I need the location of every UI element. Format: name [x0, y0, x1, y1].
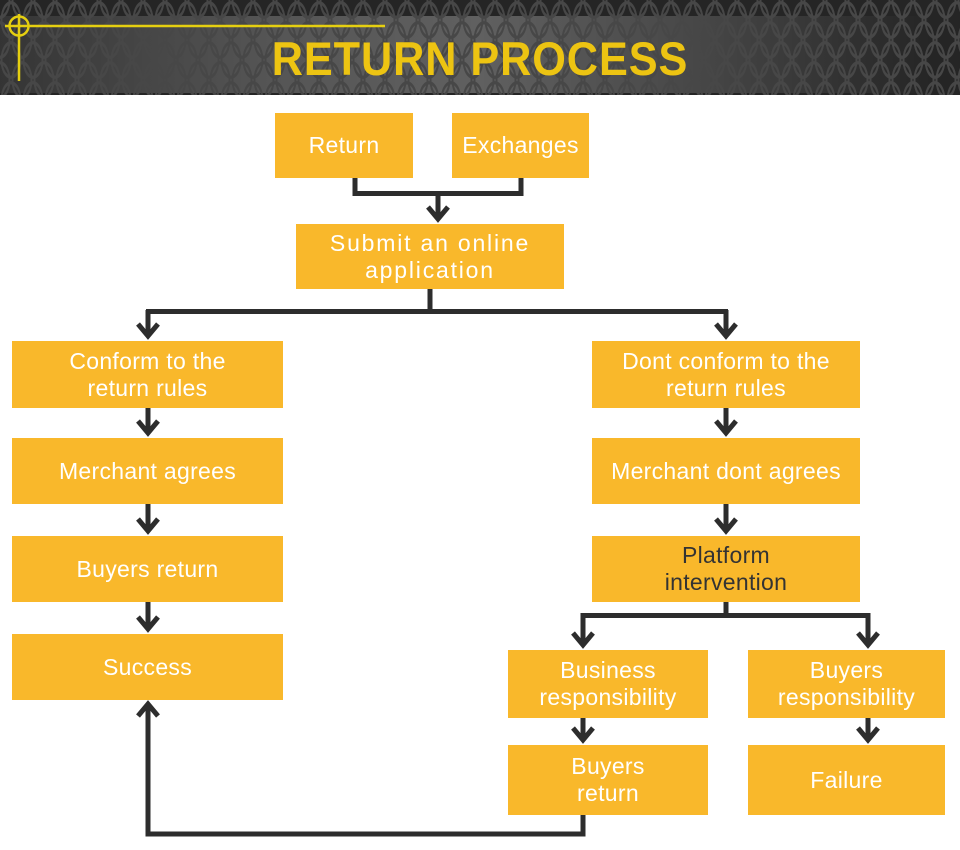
node-failure: Failure	[748, 745, 945, 815]
node-conform-rules: Conform to the return rules	[12, 341, 283, 408]
node-platform-intervention: Platform intervention	[592, 536, 860, 602]
node-return: Return	[275, 113, 413, 178]
node-dont-conform-rules: Dont conform to the return rules	[592, 341, 860, 408]
arrow-loop-to-success	[136, 700, 586, 837]
node-merchant-agrees: Merchant agrees	[12, 438, 283, 504]
node-buyers-responsibility: Buyers responsibility	[748, 650, 945, 718]
node-buyers-return-2: Buyers return	[508, 745, 708, 815]
page-title: RETURN PROCESS	[271, 32, 689, 85]
crosshair-ornament-icon	[5, 14, 385, 81]
node-exchanges: Exchanges	[452, 113, 589, 178]
node-submit-application: Submit an online application	[296, 224, 564, 289]
node-business-responsibility: Business responsibility	[508, 650, 708, 718]
node-merchant-dont-agrees: Merchant dont agrees	[592, 438, 860, 504]
slide-header: RETURN PROCESS	[0, 0, 960, 95]
node-buyers-return: Buyers return	[12, 536, 283, 602]
node-success: Success	[12, 634, 283, 700]
